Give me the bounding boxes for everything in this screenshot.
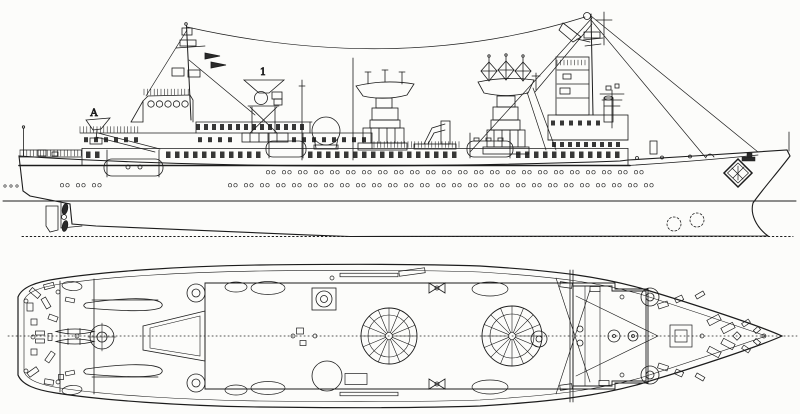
bow-emblem bbox=[722, 157, 754, 189]
propeller-blade bbox=[61, 220, 69, 232]
plan-antenna1-base bbox=[87, 322, 117, 352]
propeller-blade bbox=[61, 203, 69, 215]
plan-bridge-block bbox=[572, 285, 647, 387]
deck-vent bbox=[705, 153, 715, 158]
signal-pennant bbox=[210, 61, 227, 69]
radome-ball bbox=[311, 116, 341, 150]
plan-circles bbox=[89, 283, 660, 393]
spoked-antennas bbox=[360, 305, 543, 367]
signal-pennant bbox=[204, 52, 221, 60]
forecastle-knuckle-line bbox=[627, 154, 759, 166]
profile-label-a: A bbox=[89, 108, 98, 119]
plan-view bbox=[7, 263, 798, 409]
plan-davit-arms bbox=[83, 298, 163, 378]
porthole-rows bbox=[3, 170, 654, 188]
profile-label-1: 1 bbox=[260, 67, 266, 78]
forecastle-bitt bbox=[649, 140, 658, 155]
plan-hull-outline bbox=[17, 263, 784, 409]
small-dish bbox=[558, 22, 582, 43]
plan-funnel-casing-inner bbox=[149, 315, 201, 357]
triple-cone-antenna bbox=[477, 53, 541, 155]
large-dish-antenna bbox=[355, 69, 415, 151]
superstructure-decks bbox=[79, 56, 629, 166]
bow-thruster-port bbox=[689, 212, 705, 228]
plan-stern-leaf-boats bbox=[54, 328, 96, 345]
lifeboats-profile bbox=[103, 132, 514, 178]
stowed-anchor bbox=[741, 152, 756, 162]
bridge-block bbox=[547, 56, 629, 141]
hull-outline bbox=[18, 149, 791, 238]
plan-rigging-lines bbox=[555, 277, 659, 395]
propeller-hub bbox=[61, 214, 67, 220]
window-bands bbox=[84, 120, 620, 158]
fore-mast bbox=[558, 11, 613, 116]
rudder bbox=[45, 205, 59, 233]
plan-main-deckhouse bbox=[204, 282, 649, 390]
aft-mast bbox=[171, 22, 227, 121]
plan-fittings bbox=[23, 267, 767, 397]
antenna-1-pedestal bbox=[241, 79, 289, 143]
plan-pedestal-pad bbox=[311, 287, 337, 311]
bow-thruster-port bbox=[666, 216, 682, 232]
rigging-lines bbox=[95, 15, 759, 159]
stern-gear bbox=[18, 125, 83, 233]
railing-ticks bbox=[19, 59, 586, 157]
plan-kingpost-bowties bbox=[428, 282, 446, 390]
t-frame-antenna bbox=[599, 83, 625, 129]
aft-deckhouse bbox=[142, 94, 194, 123]
bow-gear bbox=[627, 131, 790, 232]
profile-view: A 1 bbox=[2, 11, 797, 238]
plan-funnel-casing bbox=[142, 310, 206, 362]
aerial-wire bbox=[186, 16, 586, 50]
